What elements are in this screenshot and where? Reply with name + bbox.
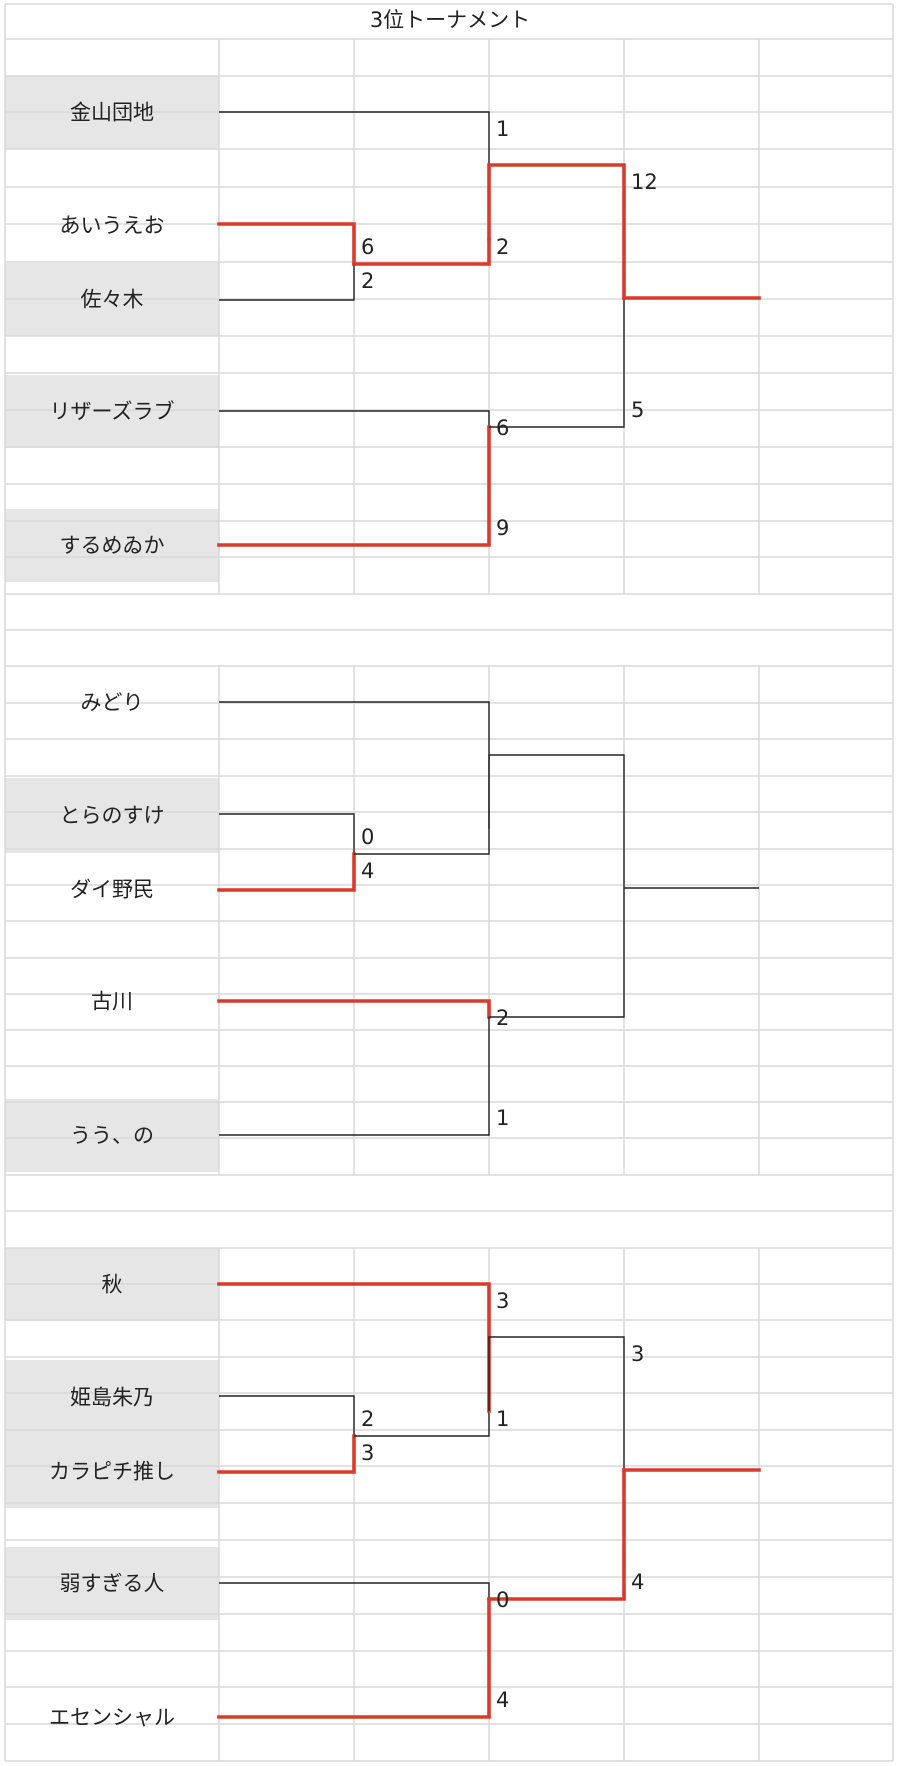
score-r2b-bottom: 1 bbox=[496, 1106, 509, 1130]
score-r1-top: 6 bbox=[361, 235, 374, 259]
score-r2a-bottom: 1 bbox=[496, 1407, 509, 1431]
name-cell-shade bbox=[5, 1547, 219, 1620]
match-r2a-bottom-line bbox=[352, 237, 491, 266]
entry-name: ダイ野民 bbox=[70, 878, 154, 902]
match-final-top-line bbox=[488, 754, 625, 888]
match-final-bottom-line bbox=[489, 888, 625, 1018]
score-r2b-bottom: 9 bbox=[496, 516, 509, 540]
bracket-labels: 3位トーナメント 金山団地あいうえお佐々木リザーズラブするめゐか62126912… bbox=[49, 8, 658, 1730]
entry-name: みどり bbox=[81, 691, 144, 715]
match-r1-top-line bbox=[219, 813, 355, 854]
entry-name: 弱すぎる人 bbox=[60, 1572, 165, 1596]
score-final-top: 3 bbox=[631, 1342, 644, 1366]
entry-name: エセンシャル bbox=[49, 1706, 175, 1730]
match-r2a-bottom-line bbox=[354, 829, 490, 855]
name-cell-shade bbox=[5, 1435, 219, 1508]
match-final-bottom-line bbox=[489, 298, 625, 428]
match-r1-bottom-line bbox=[217, 852, 356, 892]
match-r2b-bottom-line bbox=[217, 425, 491, 547]
score-r2b-top: 0 bbox=[496, 1588, 509, 1612]
entry-name: 佐々木 bbox=[81, 288, 144, 312]
score-r2a-top: 3 bbox=[496, 1289, 509, 1313]
match-r2b-top-line bbox=[217, 999, 491, 1019]
match-r1-top-line bbox=[217, 222, 356, 266]
name-cell-shade bbox=[5, 375, 219, 448]
name-cell-shade bbox=[5, 1099, 219, 1172]
score-r2a-bottom: 2 bbox=[496, 235, 509, 259]
match-r2b-bottom-line bbox=[219, 1017, 490, 1136]
score-r1-top: 0 bbox=[361, 825, 374, 849]
match-r2b-top-line bbox=[219, 1582, 490, 1599]
match-r1-top-line bbox=[219, 1395, 355, 1436]
entry-name: リザーズラブ bbox=[50, 400, 175, 424]
score-final-bottom: 4 bbox=[631, 1570, 644, 1594]
score-final-top: 12 bbox=[631, 170, 658, 194]
score-r1-top: 2 bbox=[361, 1407, 374, 1431]
entry-name: するめゐか bbox=[60, 534, 165, 558]
entry-name: カラピチ推し bbox=[49, 1460, 175, 1484]
score-final-bottom: 5 bbox=[631, 398, 644, 422]
match-r1-bottom-line bbox=[219, 264, 355, 301]
entry-name: 姫島朱乃 bbox=[70, 1386, 154, 1410]
sheet-grid bbox=[4, 3, 894, 1762]
entry-name: 古川 bbox=[91, 990, 133, 1014]
match-r2b-bottom-line bbox=[217, 1597, 491, 1719]
score-r1-bottom: 2 bbox=[361, 269, 374, 293]
bracket-lines bbox=[217, 111, 761, 1719]
score-r2b-top: 6 bbox=[496, 416, 509, 440]
entry-name: とらのすけ bbox=[60, 804, 165, 828]
entry-name: 金山団地 bbox=[70, 101, 154, 125]
match-r2a-bottom-line bbox=[354, 1411, 490, 1437]
score-r2b-top: 2 bbox=[496, 1006, 509, 1030]
score-r2a-top: 1 bbox=[496, 117, 509, 141]
match-final-bottom-line bbox=[487, 1468, 626, 1601]
score-r2b-bottom: 4 bbox=[496, 1688, 509, 1712]
match-r1-bottom-line bbox=[217, 1434, 356, 1474]
entry-name: 秋 bbox=[102, 1273, 123, 1297]
entry-name: うう、の bbox=[70, 1124, 154, 1148]
match-final-top-line bbox=[487, 163, 626, 300]
match-r2b-top-line bbox=[219, 410, 490, 427]
name-cell-shade bbox=[5, 778, 219, 853]
sheet-title: 3位トーナメント bbox=[370, 8, 530, 32]
score-r1-bottom: 4 bbox=[361, 859, 374, 883]
entry-name: あいうえお bbox=[60, 214, 165, 238]
score-r1-bottom: 3 bbox=[361, 1441, 374, 1465]
match-final-top-line bbox=[488, 1336, 625, 1470]
name-cell-shade bbox=[5, 1360, 219, 1435]
